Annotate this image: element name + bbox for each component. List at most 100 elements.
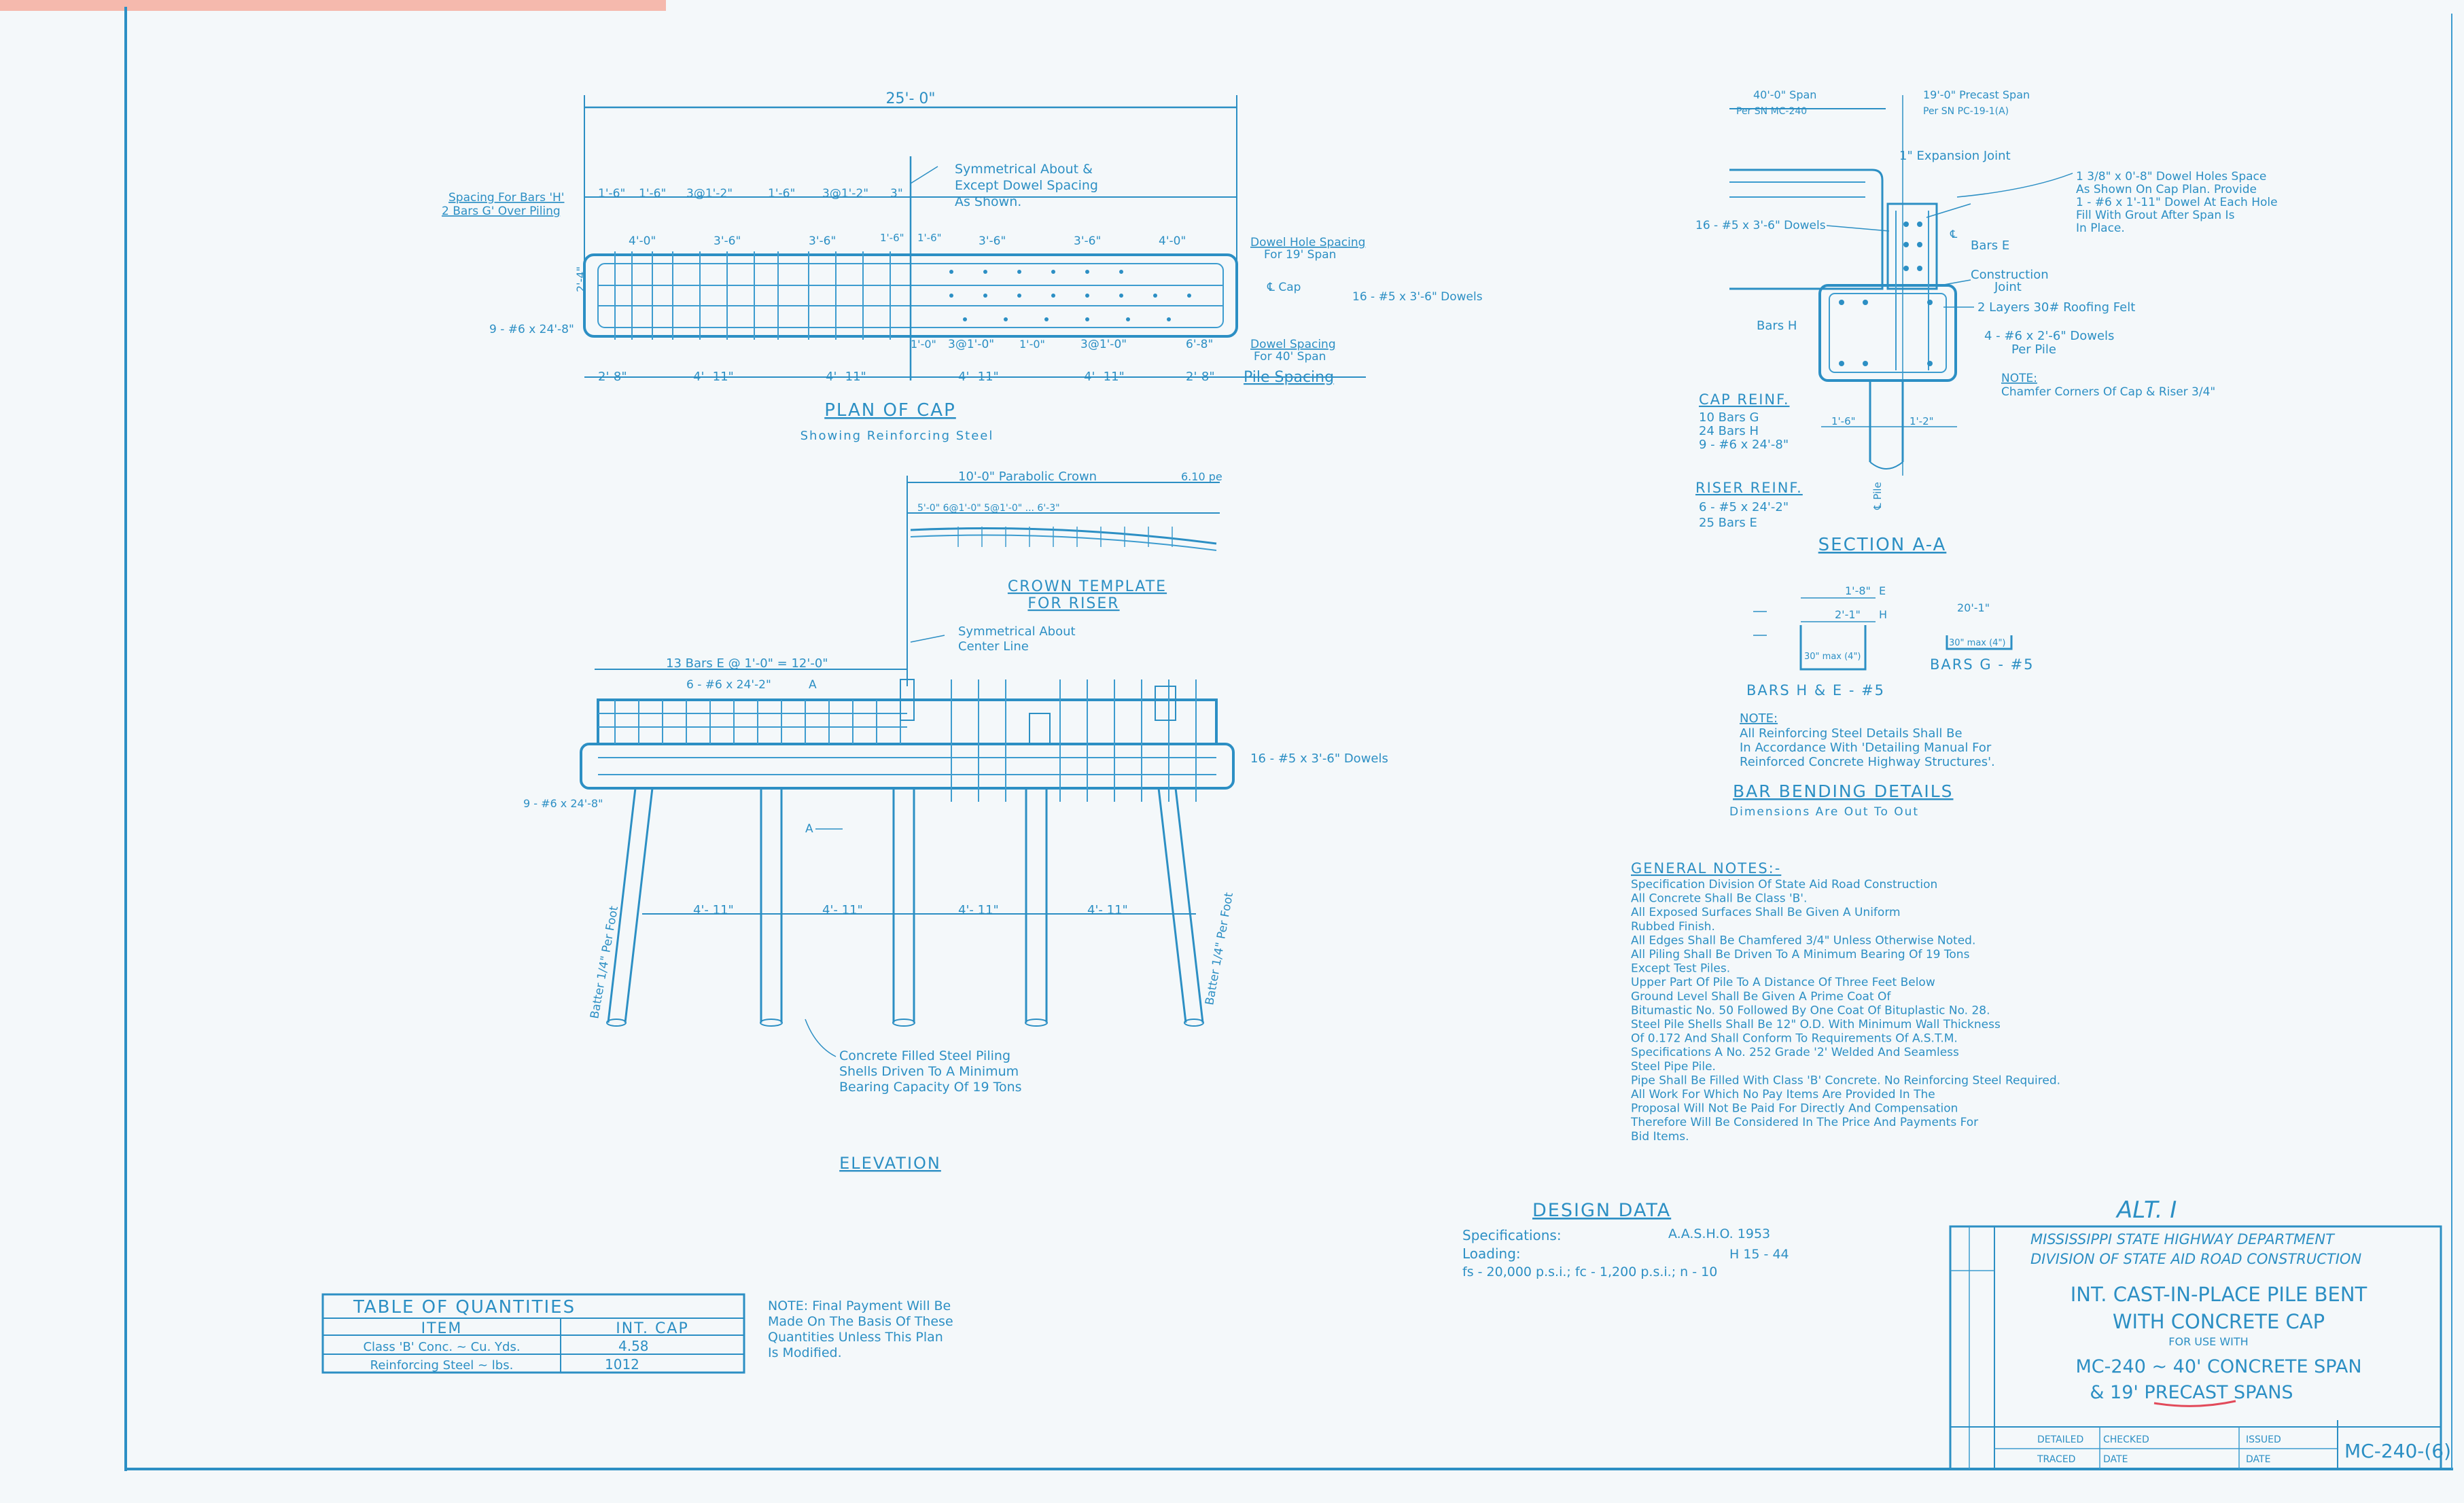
bb-h-label: H [1879, 608, 1887, 621]
elev-piling-note: Bearing Capacity Of 19 Tons [839, 1080, 1022, 1095]
section-dim: 1'-6" [1831, 415, 1856, 427]
qty-cell: 4.58 [618, 1338, 649, 1354]
section-span-19: 19'-0" Precast Span [1923, 88, 2030, 101]
tb-date: DATE [2103, 1454, 2128, 1465]
tb-title: INT. CAST-IN-PLACE PILE BENT [2071, 1283, 2368, 1306]
general-note-line: All Edges Shall Be Chamfered 3/4" Unless… [1631, 934, 1975, 947]
bb-note-line: Reinforced Concrete Highway Structures'. [1740, 755, 1995, 769]
design-spec-label: Specifications: [1462, 1227, 1562, 1243]
plan-mid-dim: 1'-6" [917, 232, 942, 244]
qty-note: Made On The Basis Of These [768, 1314, 953, 1329]
elev-pile-dim: 4'- 11" [693, 903, 734, 917]
plan-mid-dim: 3'-6" [979, 234, 1006, 248]
general-note-line: Of 0.172 And Shall Conform To Requiremen… [1631, 1032, 1958, 1046]
section-dowel-note: Fill With Grout After Span Is [2076, 209, 2235, 222]
section-dowel-note: 1 3/8" x 0'-8" Dowel Holes Space [2076, 170, 2266, 183]
bb-e-dim: 1'-8" [1845, 584, 1871, 597]
qty-note: NOTE: Final Payment Will Be [768, 1298, 951, 1313]
elev-pile-dim: 4'- 11" [958, 903, 999, 917]
design-loading-label: Loading: [1462, 1245, 1521, 1262]
elev-symmetrical: Center Line [958, 639, 1029, 654]
section-dowel-note: 1 - #6 x 1'-11" Dowel At Each Hole [2076, 196, 2278, 209]
elevation-title: ELEVATION [839, 1154, 941, 1173]
general-note-line: All Exposed Surfaces Shall Be Given A Un… [1631, 906, 1901, 919]
bb-hook: 30" max (4") [1804, 652, 1861, 662]
section-bars-e: Bars E [1971, 238, 2009, 253]
plan-left-bar: 9 - #6 x 24'-8" [489, 323, 574, 336]
plan-pile-dim: 2'-8" [598, 370, 627, 384]
general-note-line: Upper Part Of Pile To A Distance Of Thre… [1631, 976, 1935, 989]
section-expansion: 1" Expansion Joint [1899, 149, 2011, 163]
bb-g-hook: 30" max (4") [1949, 638, 2006, 648]
section-dowel-note: In Place. [2076, 222, 2125, 235]
tb-date: DATE [2246, 1454, 2270, 1465]
riser-reinf-title: RISER REINF. [1695, 480, 1803, 496]
design-spec-value: A.A.S.H.O. 1953 [1668, 1226, 1770, 1241]
plan-mid-dim: 3'-6" [714, 234, 741, 248]
tb-checked: CHECKED [2103, 1434, 2149, 1445]
qty-header: ITEM [421, 1320, 463, 1337]
bb-bars-g: BARS G - #5 [1930, 656, 2035, 673]
plan-dowel-hole-spacing: For 19' Span [1264, 248, 1336, 262]
bb-subtitle: Dimensions Are Out To Out [1729, 805, 1919, 819]
general-note-line: Proposal Will Not Be Paid For Directly A… [1631, 1102, 1958, 1116]
plan-mid-dim: 4'-0" [629, 234, 656, 248]
section-span-19-ref: Per SN PC-19-1(A) [1923, 106, 2009, 117]
general-note-line: Therefore Will Be Considered In The Pric… [1630, 1116, 1978, 1129]
general-note-line: All Concrete Shall Be Class 'B'. [1631, 892, 1807, 906]
design-stress: fs - 20,000 p.s.i.; fc - 1,200 p.s.i.; n… [1462, 1265, 1717, 1279]
design-data-title: DESIGN DATA [1532, 1200, 1671, 1221]
elev-pile-dim: 4'- 11" [1087, 903, 1128, 917]
section-dim: 1'-2" [1909, 415, 1934, 427]
elev-section-mark: A [809, 678, 817, 692]
plan-bottom-dim: 3@1'-0" [1080, 338, 1127, 351]
tb-title: MC-240 ~ 40' CONCRETE SPAN [2075, 1356, 2361, 1377]
general-note-line: Ground Level Shall Be Given A Prime Coat… [1631, 990, 1891, 1004]
plan-top-dim: 1'-6" [768, 187, 795, 200]
general-note-line: Bid Items. [1631, 1130, 1689, 1144]
elev-dowels: 16 - #5 x 3'-6" Dowels [1250, 752, 1388, 766]
section-dowels-left: 16 - #5 x 3'-6" Dowels [1695, 219, 1826, 232]
section-aa: 40'-0" Span Per SN MC-240 19'-0" Precast… [1695, 88, 2278, 555]
plan-spacing-note-2: 2 Bars G' Over Piling [442, 205, 561, 218]
tb-issued: ISSUED [2246, 1434, 2281, 1445]
tb-title: WITH CONCRETE CAP [2113, 1310, 2325, 1333]
section-cl: ℄ [1950, 228, 1958, 241]
title-block: ALT. I MISSISSIPPI STATE HIGHWAY DEPARTM… [1949, 1197, 2451, 1470]
plan-top-dim: 1'-6" [598, 187, 625, 200]
tb-title: & 19' PRECAST SPANS [2090, 1382, 2293, 1403]
plan-dowel-spacing-40: Dowel Spacing [1250, 338, 1336, 351]
plan-pile-dim: 4'- 11" [693, 370, 734, 384]
plan-mid-dim: 3'-6" [809, 234, 836, 248]
elev-pile-dim: 4'- 11" [822, 903, 863, 917]
elev-section-mark: A [805, 822, 813, 836]
plan-pile-dim: 4'- 11" [1084, 370, 1125, 384]
plan-top-dim: 3" [890, 187, 903, 200]
qty-header: INT. CAP [616, 1320, 688, 1337]
plan-pile-spacing: Pile Spacing [1244, 369, 1334, 386]
section-dowels-pile: 4 - #6 x 2'-6" Dowels [1984, 329, 2114, 343]
general-note-line: Rubbed Finish. [1631, 920, 1715, 934]
section-construction-joint: Construction [1971, 268, 2049, 282]
crown-template: 10'-0" Parabolic Crown 6.10 pe 5'-0" 6@1… [907, 470, 1222, 612]
plan-bottom-dim: 1'-0" [1019, 338, 1045, 351]
bb-bars-he: BARS H & E - #5 [1746, 682, 1885, 699]
elev-symmetrical: Symmetrical About [958, 624, 1076, 639]
bb-note-line: All Reinforcing Steel Details Shall Be [1740, 726, 1963, 741]
bb-h-dim: 2'-1" [1835, 608, 1861, 621]
tb-detailed: DETAILED [2037, 1434, 2083, 1445]
elev-bars-top: 6 - #6 x 24'-2" [686, 678, 771, 692]
tb-for-use: FOR USE WITH [2168, 1335, 2248, 1348]
riser-reinf-line: 6 - #5 x 24'-2" [1699, 500, 1789, 514]
bb-g-dim: 20'-1" [1957, 601, 1990, 614]
plan-of-cap-subtitle: Showing Reinforcing Steel [800, 429, 994, 443]
bar-bending-details: 1'-8" E 2'-1" H 30" max (4") 20'-1" 30" … [1729, 584, 2035, 819]
cap-reinf-title: CAP REINF. [1699, 391, 1790, 408]
general-notes: GENERAL NOTES:- Specification Division O… [1630, 860, 2060, 1144]
plan-mid-dim: 4'-0" [1159, 234, 1186, 248]
qty-note: Quantities Unless This Plan [768, 1330, 943, 1345]
tb-alt: ALT. I [2115, 1197, 2177, 1224]
section-bars-h: Bars H [1757, 319, 1797, 333]
